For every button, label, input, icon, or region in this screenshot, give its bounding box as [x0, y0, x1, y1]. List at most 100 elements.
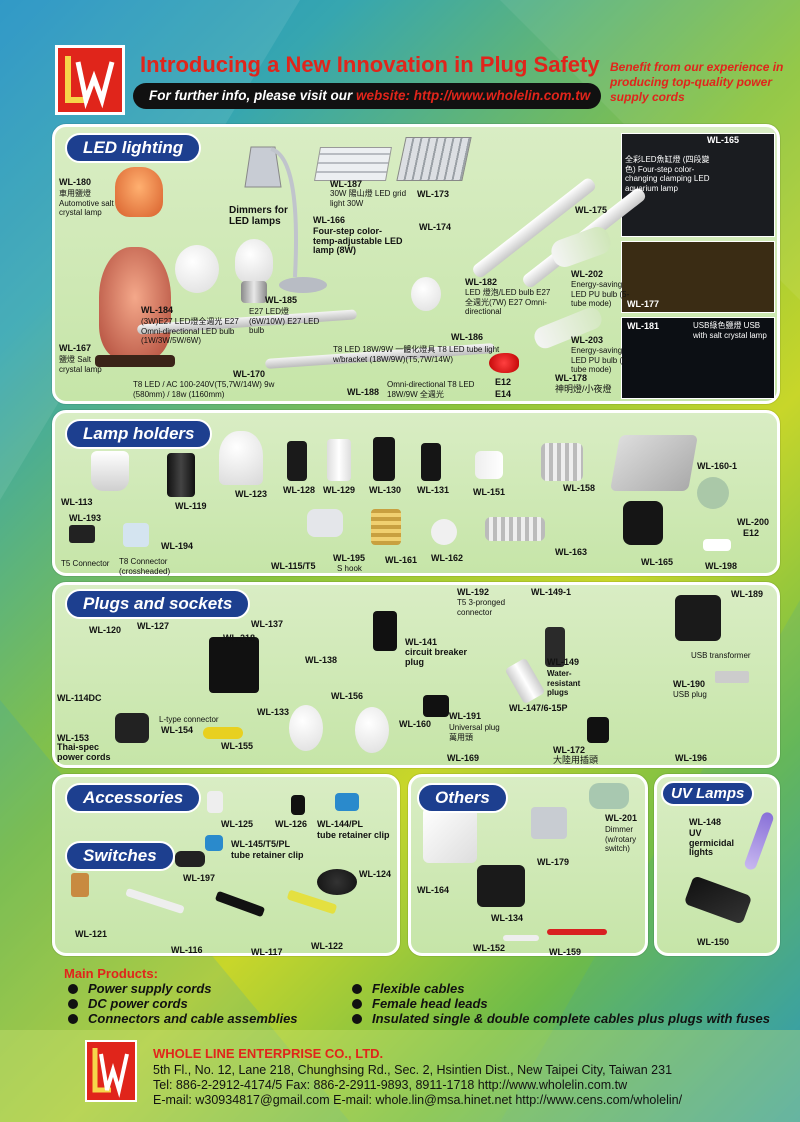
wl156-bulb-right-image [355, 707, 389, 753]
wl187-code: WL-187 [330, 179, 363, 189]
wl125-part-image [207, 791, 223, 813]
wl182-desc: LED 燈泡/LED bulb E27 全週光(7W) E27 Omni-dir… [465, 288, 551, 316]
wl188-code: WL-188 [347, 387, 380, 397]
wl166-code: WL-166 [313, 215, 346, 225]
wl130-holder-image [373, 437, 395, 481]
section-title-others: Others [417, 783, 508, 813]
l-type-connector-label: L-type connector [159, 715, 219, 724]
company-address: 5th Fl., No. 12, Lane 218, Chunghsing Rd… [153, 1063, 673, 1077]
wl158-adapter-image [541, 443, 583, 481]
wl189-code: WL-189 [731, 589, 764, 599]
wl124-switch-image [317, 869, 357, 895]
wl151-adapter-image [475, 451, 503, 479]
section-title-accessories: Accessories [65, 783, 202, 813]
led-lighting-panel: LED lighting WL-180 車用鹽燈 Automotive salt… [52, 124, 780, 404]
t5-connector-label: T5 Connector [61, 559, 110, 568]
wl170-code: WL-170 [233, 369, 266, 379]
wl178-code: WL-178 [555, 373, 588, 383]
wl197-code: WL-197 [183, 873, 216, 883]
wl114dc-code: WL-114DC [57, 693, 102, 703]
wl198-code: WL-198 [705, 561, 738, 571]
wl119-holder-image [167, 453, 195, 497]
section-title-led: LED lighting [65, 133, 202, 163]
wl149-plug-image [545, 627, 565, 667]
wl117-code: WL-117 [251, 947, 283, 957]
wl194-connector-image [123, 523, 149, 547]
wl188-desc: Omni-directional T8 LED 18W/9W 全週光 [387, 380, 475, 399]
logo-lw-icon [92, 1048, 129, 1098]
wl160-plug-image [423, 695, 449, 717]
wl160-holder-image [610, 435, 698, 491]
salt-lamp-small-image [115, 167, 163, 217]
e12-label: E12 [495, 377, 512, 387]
headline: Introducing a New Innovation in Plug Saf… [140, 52, 600, 77]
wl189-adapter-image [675, 595, 721, 641]
main-product-left-1: Power supply cords [68, 981, 212, 996]
wl164-box-image [423, 807, 477, 863]
info-bar: For further info, please visit our websi… [133, 83, 601, 109]
wl150-lamp-image [683, 875, 753, 925]
wl137-code: WL-137 [251, 619, 284, 629]
wl187-desc: 30W 陽山燈 LED grid light 30W [330, 189, 407, 208]
bullet-icon [68, 999, 78, 1009]
wl180-code: WL-180 [59, 177, 92, 187]
wl147-plug-image [504, 657, 546, 705]
main-product-right-3: Insulated single & double complete cable… [352, 1011, 770, 1026]
wl174-code: WL-174 [419, 222, 452, 232]
wl134-adapter-image [477, 865, 525, 907]
wl153-code: WL-153 [57, 733, 90, 743]
wl123-holder-image [219, 431, 263, 485]
wl178-red-bulb-image [489, 353, 519, 373]
wl126-code: WL-126 [275, 819, 308, 829]
wl167-desc: 鹽燈 Salt crystal lamp [59, 355, 102, 374]
wl187-grid-light-image [314, 147, 392, 181]
wl113-code: WL-113 [61, 497, 93, 507]
wl147-code: WL-147/6-15P [509, 703, 568, 713]
wl122-code: WL-122 [311, 941, 344, 951]
wl181-desc: USB綠色鹽燈 USB with salt crystal lamp [693, 321, 767, 340]
section-title-lamp-holders: Lamp holders [65, 419, 213, 449]
wl159-lead-image [547, 929, 607, 935]
wl162-holder-image [431, 519, 457, 545]
wl180-desc: 車用鹽燈 Automotive salt crystal lamp [59, 189, 114, 217]
section-title-uv-lamps: UV Lamps [661, 781, 755, 806]
wl131-code: WL-131 [417, 485, 450, 495]
wl117-switch-image [214, 890, 266, 918]
wl148-code: WL-148 [689, 817, 722, 827]
wl124-code: WL-124 [359, 869, 392, 879]
wl192-code: WL-192 [457, 587, 490, 597]
wl203-desc: Energy-saving LED PU bulb (3-tube mode) [571, 346, 630, 374]
wl152-code: WL-152 [473, 943, 506, 953]
wl186-desc: T8 LED 18W/9W 一體化燈具 T8 LED tube light w/… [333, 345, 500, 364]
wl133-power-strip-image [209, 637, 259, 693]
wl144-code: WL-144/PL [317, 819, 364, 829]
wl123-code: WL-123 [235, 489, 268, 499]
wl190-desc: USB plug [673, 690, 707, 699]
wl218-code: WL-218 [223, 633, 256, 643]
wl165-code: WL-165 [641, 557, 674, 567]
benefit-text: Benefit from our experience in producing… [610, 60, 784, 104]
wl202-desc: Energy-saving LED PU bulb (5-tube mode) [571, 280, 630, 308]
wl169-code: WL-169 [447, 753, 480, 763]
wl163-adapter-image [485, 517, 545, 541]
wl185-bulb-image [235, 239, 273, 283]
wl172-desc: 大陸用插頭 [553, 755, 599, 765]
wl200-holder-image [697, 477, 729, 509]
wl167-code: WL-167 [59, 343, 92, 353]
wl161-holder-image [371, 509, 401, 545]
bullet-icon [352, 1014, 362, 1024]
wl201-code: WL-201 [605, 813, 638, 823]
wl130-code: WL-130 [369, 485, 402, 495]
wl148-desc: UV germicidal lights [689, 828, 735, 857]
wl181-code: WL-181 [627, 321, 660, 331]
wl162-code: WL-162 [431, 553, 464, 563]
wl192-desc: T5 3-pronged connector [457, 598, 506, 617]
wl203-code: WL-203 [571, 335, 604, 345]
wl141-plug-image [373, 611, 397, 651]
website-link[interactable]: website: http://www.wholelin.com.tw [356, 88, 591, 103]
wl141-code: WL-141 [405, 637, 438, 647]
wl177-photo [621, 241, 775, 313]
wl115-code: WL-115/T5 [271, 561, 316, 571]
wl172-plug-image [587, 717, 609, 743]
wl177-code: WL-177 [627, 299, 660, 309]
